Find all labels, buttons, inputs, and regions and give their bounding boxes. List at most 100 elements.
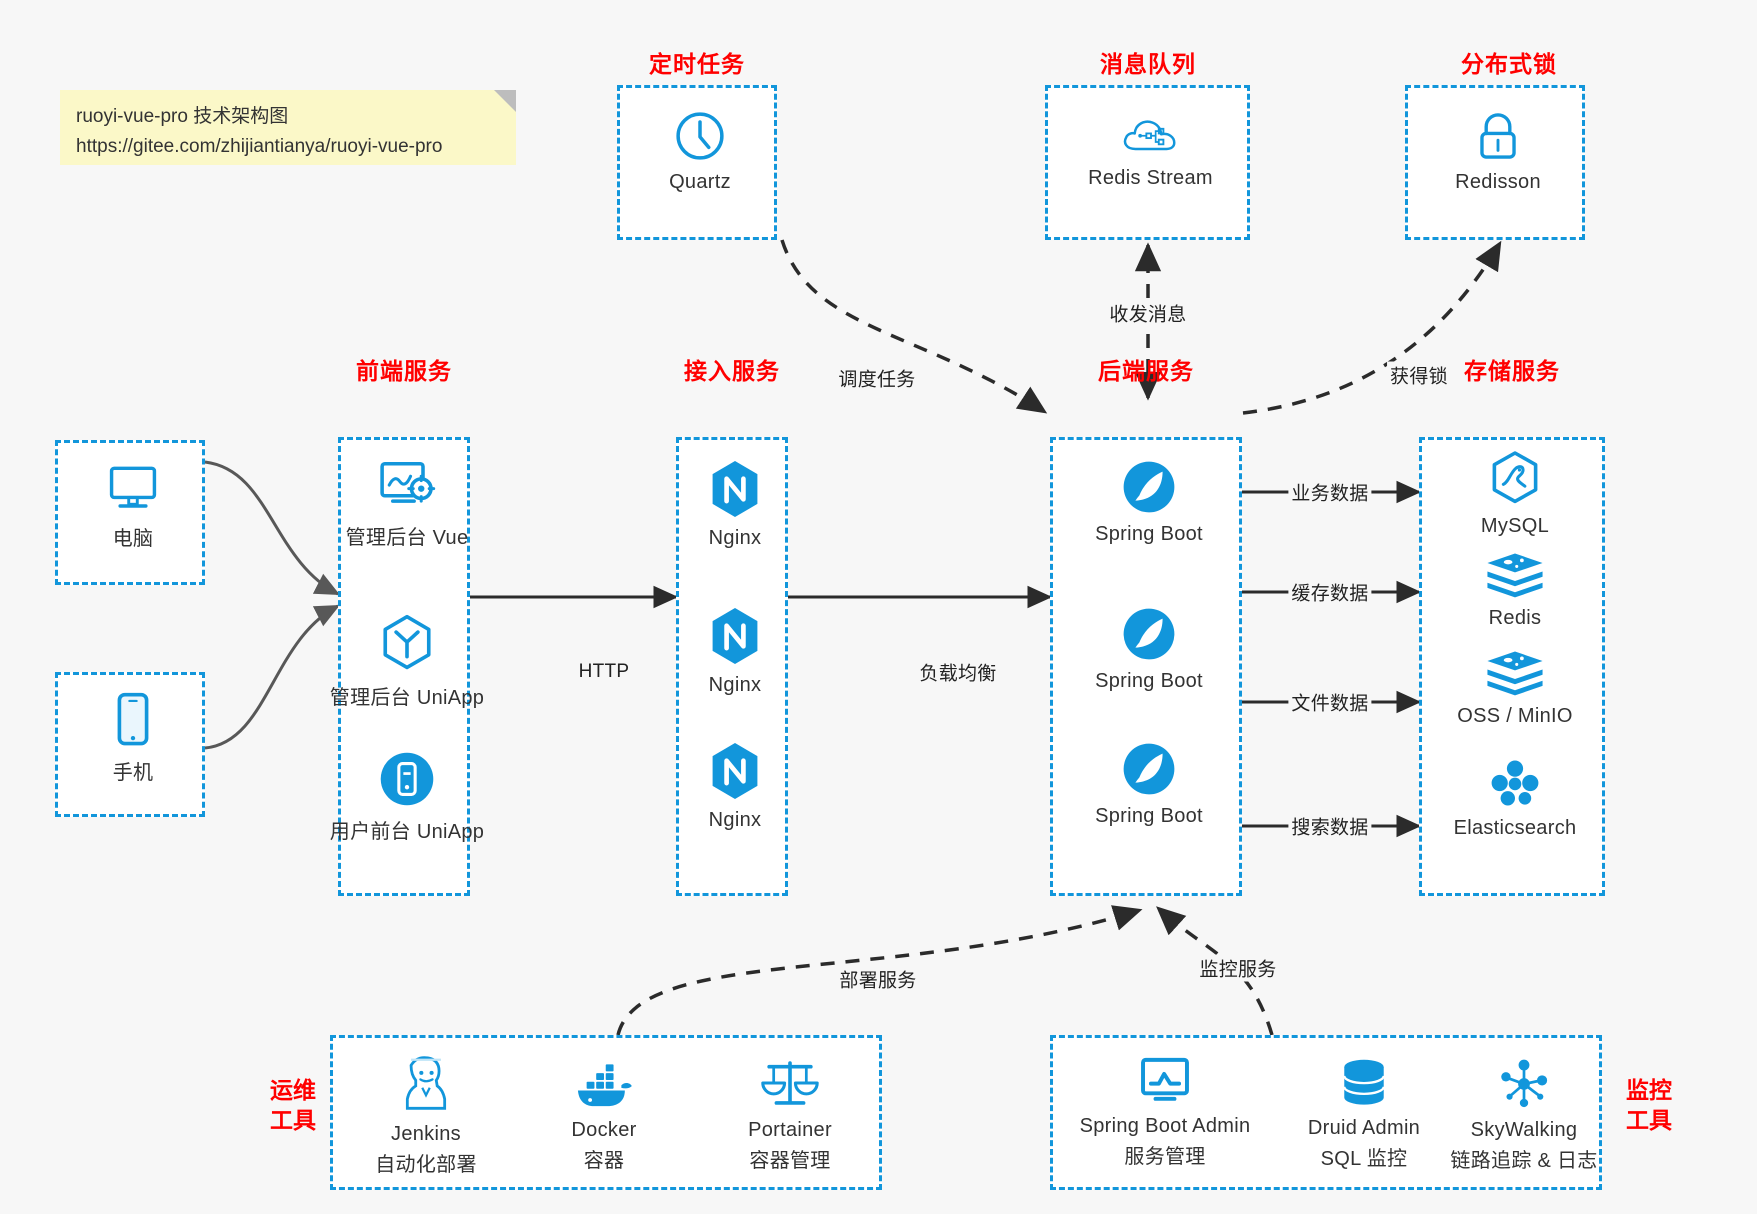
node-label-mobile: 手机 [112,762,154,784]
node-label-jenkins: Jenkins [391,1123,461,1145]
group-scheduled-task[interactable]: Quartz [617,85,777,240]
group-title-frontend: 前端服务 [356,358,452,384]
mobile-round-icon [378,750,436,808]
node-label-elasticsearch: Elasticsearch [1453,817,1577,839]
group-title-storage: 存储服务 [1464,358,1560,384]
skywalking-icon [1496,1056,1552,1112]
group-frontend[interactable]: 管理后台 Vue 管理后台 UniApp 用户前台 UniApp [330,437,484,896]
node-spring-boot-3[interactable]: Spring Boot [1053,740,1245,828]
node-skywalking[interactable]: SkyWalking 链路追踪 & 日志 [1431,1056,1617,1173]
node-mobile[interactable]: 手机 [58,691,208,785]
node-label-oss-minio: OSS / MinIO [1457,705,1573,727]
node-jenkins[interactable]: Jenkins 自动化部署 [341,1054,511,1177]
node-label-nginx-2: Nginx [708,674,762,696]
monitoring-title-line-1: 监控 [1626,1077,1672,1103]
group-client-desktop[interactable]: 电脑 [55,440,205,585]
oss-minio-icon [1484,648,1546,698]
node-label-admin-vue: 管理后台 Vue [345,527,469,549]
nginx-icon [707,605,763,667]
group-monitoring[interactable]: Spring Boot Admin 服务管理 Druid Admin SQL 监… [1050,1035,1602,1190]
node-label-mysql: MySQL [1480,515,1550,537]
node-label-spring-boot-1: Spring Boot [1095,523,1203,545]
elasticsearch-icon [1486,756,1544,810]
node-admin-vue[interactable]: 管理后台 Vue [316,458,498,550]
group-backend[interactable]: Spring Boot Spring Boot Spring Boot [1050,437,1242,896]
node-nginx-2[interactable]: Nginx [655,605,815,697]
node-sublabel-druid-admin: SQL 监控 [1320,1148,1408,1170]
cloud-stream-icon [1120,110,1182,160]
monitor-chart-icon [1136,1054,1194,1108]
node-druid-admin[interactable]: Druid Admin SQL 监控 [1281,1058,1447,1171]
node-redisson[interactable]: Redisson [1408,108,1588,194]
edge-label-load-balance: 负载均衡 [916,658,1000,686]
edge-label-cache-data: 缓存数据 [1288,578,1372,606]
nginx-icon [707,458,763,520]
node-label-nginx-1: Nginx [708,527,762,549]
node-redis-stream[interactable]: Redis Stream [1048,110,1253,190]
edge-label-message: 收发消息 [1106,299,1190,327]
note-line-title: ruoyi-vue-pro 技术架构图 [76,106,289,127]
group-title-distributed-lock: 分布式锁 [1461,51,1557,77]
node-label-spring-boot-2: Spring Boot [1095,670,1203,692]
node-elasticsearch[interactable]: Elasticsearch [1422,756,1608,840]
node-label-user-uniapp: 用户前台 UniApp [329,821,485,843]
devops-title-line-2: 工具 [270,1107,316,1133]
node-sublabel-jenkins: 自动化部署 [375,1154,477,1176]
group-distributed-lock[interactable]: Redisson [1405,85,1585,240]
node-spring-boot-2[interactable]: Spring Boot [1053,605,1245,693]
edge-label-business-data: 业务数据 [1288,478,1372,506]
group-message-queue[interactable]: Redis Stream [1045,85,1250,240]
node-spring-boot-admin[interactable]: Spring Boot Admin 服务管理 [1055,1054,1275,1169]
node-sublabel-spring-boot-admin: 服务管理 [1124,1146,1206,1168]
group-gateway[interactable]: Nginx Nginx Nginx [676,437,788,896]
node-spring-boot-1[interactable]: Spring Boot [1053,458,1245,546]
node-label-admin-uniapp: 管理后台 UniApp [329,687,485,709]
node-mysql[interactable]: MySQL [1422,450,1608,538]
node-label-docker: Docker [571,1119,637,1141]
node-portainer[interactable]: Portainer 容器管理 [701,1054,879,1173]
node-sublabel-skywalking: 链路追踪 & 日志 [1450,1150,1598,1172]
node-nginx-3[interactable]: Nginx [655,740,815,832]
group-title-backend: 后端服务 [1098,358,1194,384]
node-desktop[interactable]: 电脑 [58,461,208,551]
monitoring-title-line-2: 工具 [1626,1107,1672,1133]
desktop-icon [103,461,163,515]
node-redis[interactable]: Redis [1422,550,1608,630]
redis-icon [1484,550,1546,600]
node-sublabel-docker: 容器 [583,1150,625,1172]
group-title-gateway: 接入服务 [684,358,780,384]
edge-label-scheduled-task: 调度任务 [835,364,919,392]
node-admin-uniapp[interactable]: 管理后台 UniApp [316,612,498,710]
node-label-redisson: Redisson [1455,171,1541,193]
scales-icon [760,1054,820,1112]
node-nginx-1[interactable]: Nginx [655,458,815,550]
mobile-icon [112,691,154,749]
node-label-redis-stream: Redis Stream [1088,167,1213,189]
edge-label-search-data: 搜索数据 [1288,812,1372,840]
node-label-nginx-3: Nginx [708,809,762,831]
edge-label-file-data: 文件数据 [1288,688,1372,716]
group-title-monitoring: 监控 工具 [1614,1075,1684,1135]
node-oss-minio[interactable]: OSS / MinIO [1422,648,1608,728]
devops-title-line-1: 运维 [270,1077,316,1103]
group-client-mobile[interactable]: 手机 [55,672,205,817]
spring-boot-icon [1120,605,1178,663]
uniapp-cube-icon [378,612,436,674]
node-user-uniapp[interactable]: 用户前台 UniApp [316,750,498,844]
clock-icon [672,108,728,164]
group-storage[interactable]: MySQL Redis [1419,437,1605,896]
mysql-icon [1489,450,1541,508]
node-label-redis: Redis [1488,607,1542,629]
jenkins-icon [398,1054,454,1116]
node-label-spring-boot-3: Spring Boot [1095,805,1203,827]
sticky-note: ruoyi-vue-pro 技术架构图 https://gitee.com/zh… [60,90,516,165]
edge-label-http: HTTP [575,661,633,683]
group-devops[interactable]: Jenkins 自动化部署 [330,1035,882,1190]
edge-label-monitor-service: 监控服务 [1196,954,1280,982]
node-sublabel-portainer: 容器管理 [749,1150,831,1172]
nginx-icon [707,740,763,802]
node-docker[interactable]: Docker 容器 [519,1062,689,1173]
node-quartz[interactable]: Quartz [620,108,780,194]
spring-boot-icon [1120,458,1178,516]
